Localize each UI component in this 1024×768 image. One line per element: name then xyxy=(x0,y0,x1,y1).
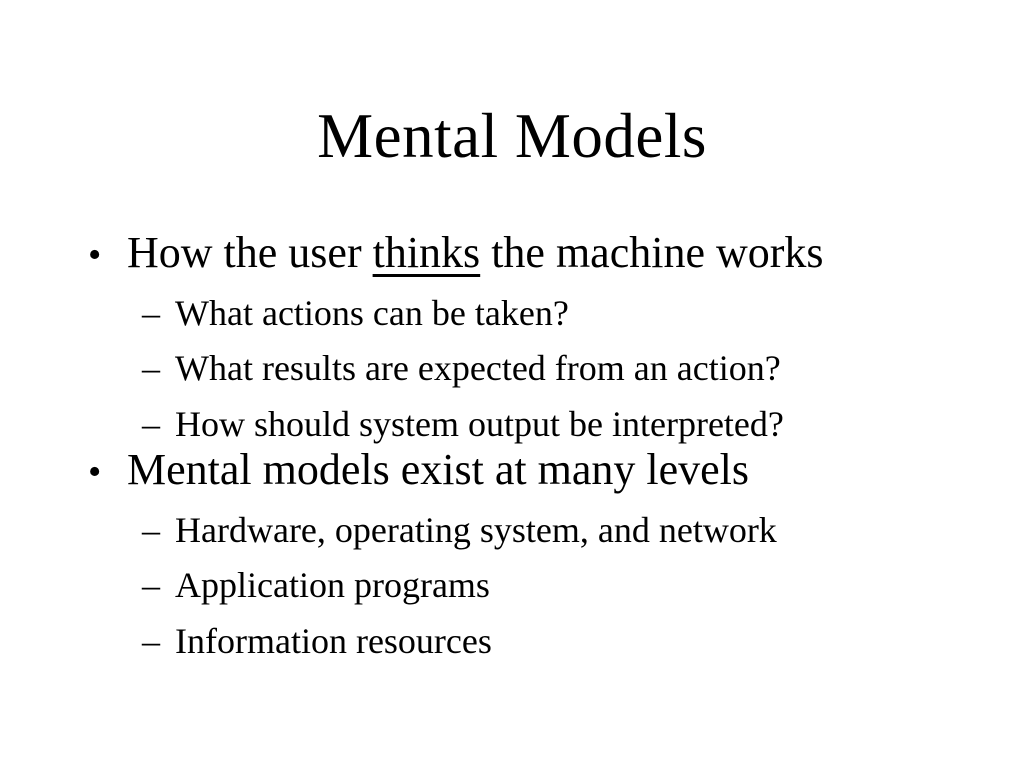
sub-bullet-item: – Information resources xyxy=(88,621,984,662)
bullet-item-1: • How the user thinks the machine works xyxy=(88,228,984,279)
sub-bullet-text: Hardware, operating system, and network xyxy=(175,509,777,550)
dash-bullet-icon: – xyxy=(142,565,160,606)
dash-bullet-icon: – xyxy=(142,509,160,550)
bullet-item-2-text: Mental models exist at many levels xyxy=(127,445,749,495)
bullet-1-text-underlined: thinks xyxy=(372,228,481,278)
sub-bullet-item: – Hardware, operating system, and networ… xyxy=(88,510,984,551)
sub-bullet-item: – Application programs xyxy=(88,565,984,606)
slide-body: • How the user thinks the machine works … xyxy=(0,228,1024,662)
sub-bullet-text: How should system output be interpreted? xyxy=(175,403,784,444)
sub-bullet-item: – How should system output be interprete… xyxy=(88,404,984,445)
bullet-dot-icon: • xyxy=(88,234,102,277)
sub-bullet-text: What actions can be taken? xyxy=(175,293,569,334)
bullet-1-text-after: the machine works xyxy=(480,228,824,278)
bullet-1-text-before: How the user xyxy=(127,228,373,278)
slide-title: Mental Models xyxy=(317,101,707,171)
sub-bullet-text: What results are expected from an action… xyxy=(175,348,781,389)
sub-bullet-item: – What results are expected from an acti… xyxy=(88,348,984,389)
bullet-item-2: • Mental models exist at many levels xyxy=(88,445,984,496)
dash-bullet-icon: – xyxy=(142,293,160,334)
sub-bullet-text: Application programs xyxy=(175,565,490,606)
sub-bullet-text: Information resources xyxy=(175,620,492,661)
dash-bullet-icon: – xyxy=(142,403,160,444)
bullet-dot-icon: • xyxy=(88,451,102,494)
sub-bullet-item: – What actions can be taken? xyxy=(88,293,984,334)
bullet-item-1-text: How the user thinks the machine works xyxy=(127,228,824,279)
dash-bullet-icon: – xyxy=(142,348,160,389)
dash-bullet-icon: – xyxy=(142,620,160,661)
